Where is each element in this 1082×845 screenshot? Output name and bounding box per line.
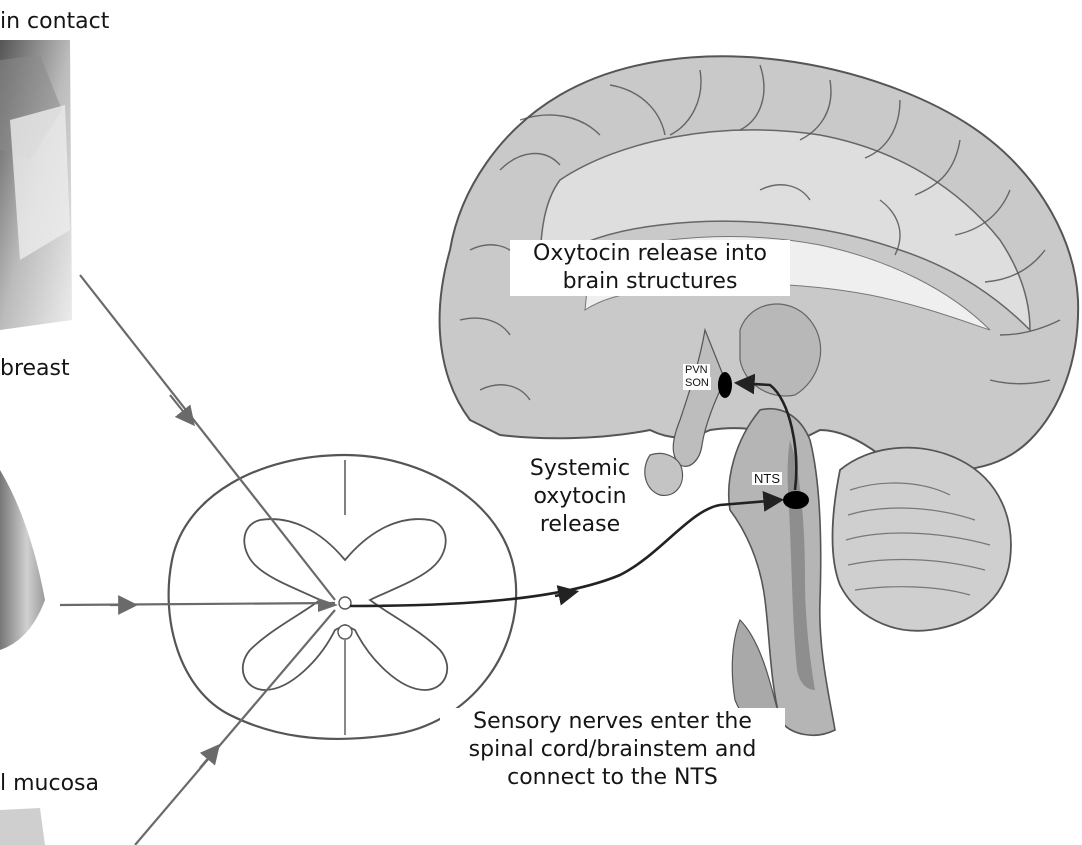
oxytocin-brain-label: Oxytocin release into brain structures [510, 240, 790, 296]
nerve-arrow-icon [170, 395, 190, 420]
skin-contact-label: in contact [0, 8, 109, 36]
oxytocin-brain-line-1: Oxytocin release into [514, 240, 786, 268]
nerve-arrow-icon [200, 750, 215, 768]
brain-illustration [440, 56, 1079, 735]
skin-contact-photo [0, 40, 72, 330]
mucosa-photo [0, 808, 45, 845]
sensory-line-1: Sensory nerves enter the [440, 708, 785, 736]
pvn-label: PVN [683, 364, 710, 377]
nucleus-dot-icon [783, 491, 809, 509]
son-label: SON [683, 377, 711, 390]
systemic-line-2: oxytocin [520, 483, 640, 511]
nucleus-dot-icon [718, 372, 732, 398]
systemic-line-3: release [520, 511, 640, 539]
mucosa-label: l mucosa [0, 770, 99, 798]
oxytocin-brain-line-2: brain structures [514, 268, 786, 296]
sensory-line-3: connect to the NTS [440, 764, 785, 792]
systemic-release-label: Systemic oxytocin release [520, 455, 640, 539]
sensory-nerves-label: Sensory nerves enter the spinal cord/bra… [440, 708, 785, 792]
nts-label: NTS [752, 472, 782, 485]
systemic-line-1: Systemic [520, 455, 640, 483]
breast-photo [0, 470, 45, 650]
breast-label: breast [0, 355, 70, 383]
sensory-line-2: spinal cord/brainstem and [440, 736, 785, 764]
spinal-cord-section [169, 455, 517, 739]
